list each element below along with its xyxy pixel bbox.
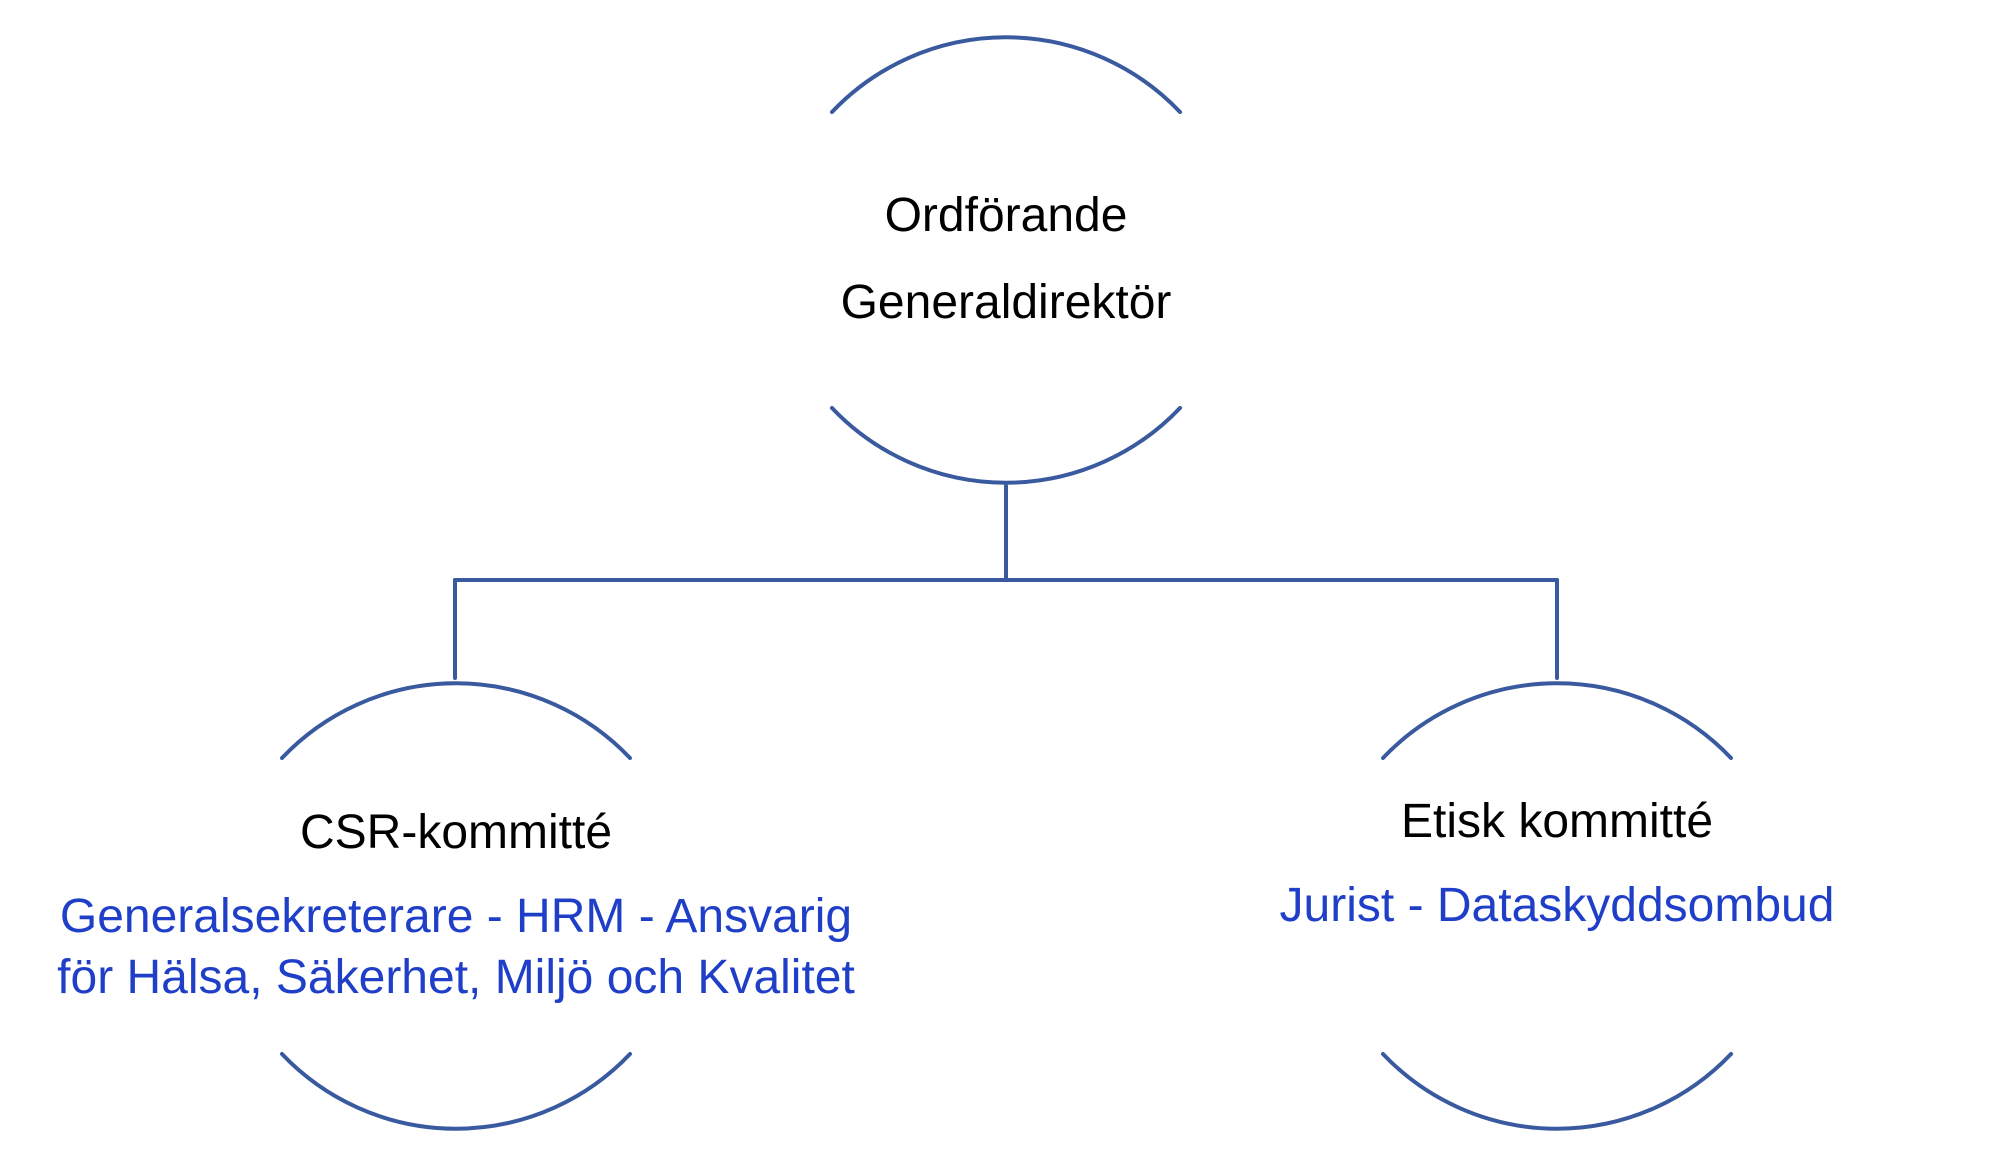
left-node-subtitle-line1: Generalsekreterare - HRM - Ansvarig [59, 890, 853, 943]
right-node-subtitle-line1: Jurist - Dataskyddsombud [1279, 879, 1835, 932]
top-node-upper-arc [830, 35, 1182, 114]
top-node-line1: Ordförande [884, 189, 1128, 242]
top-node-line2: Generaldirektör [840, 276, 1172, 329]
right-node-lower-arc [1381, 1052, 1733, 1131]
right-node-title: Etisk kommitté [1400, 795, 1714, 848]
left-node-lower-arc [280, 1052, 632, 1131]
top-node-lower-arc [830, 406, 1182, 485]
right-node-upper-arc [1381, 681, 1733, 760]
left-node-subtitle-line2: för Hälsa, Säkerhet, Miljö och Kvalitet [57, 951, 855, 1004]
left-node-title: CSR-kommitté [299, 806, 613, 859]
left-node-upper-arc [280, 681, 632, 760]
